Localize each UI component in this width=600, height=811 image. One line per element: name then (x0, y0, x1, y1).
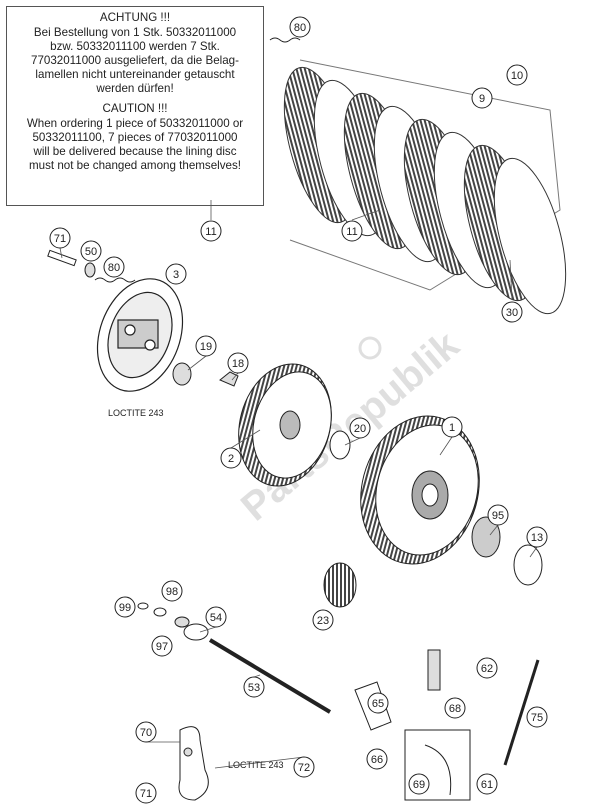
callout-badge: 11 (341, 220, 363, 242)
callout-badge: 71 (135, 782, 157, 804)
callout-number: 3 (173, 269, 179, 281)
callout-badge: 3 (165, 263, 187, 285)
callout-number: 98 (166, 586, 178, 598)
callout-badge: 66 (366, 748, 388, 770)
callout-badge: 98 (161, 580, 183, 602)
callout-number: 9 (479, 93, 485, 105)
callout-number: 70 (140, 727, 152, 739)
cover-parts (178, 726, 209, 801)
push-rod-assembly (137, 602, 332, 714)
leader-lines (59, 200, 538, 769)
callout-badge: 53 (243, 676, 265, 698)
callout-badge: 71 (49, 227, 71, 249)
callout-number: 18 (232, 358, 244, 370)
callout-number: 50 (85, 246, 97, 258)
callout-number: 20 (354, 423, 366, 435)
callout-number: 61 (481, 779, 493, 791)
callout-badge: 1 (441, 416, 463, 438)
callout-badge: 11 (200, 220, 222, 242)
callout-number: 30 (506, 307, 518, 319)
callout-number: 68 (449, 703, 461, 715)
callout-number: 66 (371, 754, 383, 766)
callout-badge: 99 (114, 596, 136, 618)
callout-number: 80 (108, 262, 120, 274)
callout-badge: 9 (471, 87, 493, 109)
callout-badge: 69 (408, 773, 430, 795)
notice-heading-german: ACHTUNG !!! (99, 11, 171, 24)
callout-badge: 95 (487, 504, 509, 526)
callout-number: 72 (298, 762, 310, 774)
inner-clutch-hub (238, 363, 351, 487)
loctite-label: LOCTITE 243 (228, 760, 284, 770)
callout-badge: 75 (526, 706, 548, 728)
callout-number: 71 (140, 788, 152, 800)
callout-number: 54 (210, 612, 222, 624)
callout-number: 80 (294, 22, 306, 34)
callout-number: 11 (346, 226, 357, 238)
callout-badge: 19 (195, 335, 217, 357)
callout-number: 23 (317, 615, 329, 627)
callout-number: 10 (511, 70, 523, 82)
callout-number: 97 (156, 641, 168, 653)
clutch-disc-stack (283, 59, 567, 315)
clutch-basket (360, 415, 480, 565)
callout-number: 95 (492, 510, 504, 522)
callout-number: 69 (413, 779, 425, 791)
callout-badge: 50 (80, 240, 102, 262)
clutch-disc (493, 157, 567, 315)
pressure-plate (96, 278, 184, 392)
callout-badge: 2 (220, 447, 242, 469)
callout-number: 75 (531, 712, 543, 724)
callout-number: 65 (372, 698, 384, 710)
notice-text-english: When ordering 1 piece of 50332011000 or … (26, 117, 244, 172)
callout-number: 19 (200, 341, 212, 353)
callout-number: 71 (54, 233, 66, 245)
callout-badge: 54 (205, 606, 227, 628)
callout-badge: 97 (151, 635, 173, 657)
loctite-label: LOCTITE 243 (108, 408, 164, 418)
callout-badge: 62 (476, 657, 498, 679)
callout-badge: 18 (227, 352, 249, 374)
slave-cylinder-parts (354, 649, 540, 801)
callout-badge: 10 (506, 64, 528, 86)
callout-badge: 30 (501, 301, 523, 323)
callout-badge: 68 (444, 697, 466, 719)
callout-number: 62 (481, 663, 493, 675)
warning-notice-box: ACHTUNG !!! Bei Bestellung von 1 Stk. 50… (6, 6, 264, 206)
callout-number: 11 (205, 226, 216, 238)
callout-badge: 80 (289, 16, 311, 38)
callout-badge: 80 (103, 256, 125, 278)
callout-badge: 23 (312, 609, 334, 631)
callout-badge: 61 (476, 773, 498, 795)
callout-badge: 70 (135, 721, 157, 743)
callout-number: 2 (228, 453, 234, 465)
notice-heading-english: CAUTION !!! (102, 102, 168, 115)
callout-number: 1 (449, 422, 455, 434)
notice-text-german: Bei Bestellung von 1 Stk. 50332011000 bz… (31, 26, 239, 95)
callout-badge: 20 (349, 417, 371, 439)
callout-badge: 72 (293, 756, 315, 778)
callout-badge: 13 (526, 526, 548, 548)
callout-number: 13 (531, 532, 543, 544)
callout-numbers: 80 10 9 11 11 30 71 50 80 3 19 18 2 20 1 95 13 23 98 99 54 97… (49, 16, 548, 804)
callout-badge: 65 (367, 692, 389, 714)
callout-number: 53 (248, 682, 260, 694)
bearings-and-gear (172, 362, 543, 608)
callout-number: 99 (119, 602, 131, 614)
